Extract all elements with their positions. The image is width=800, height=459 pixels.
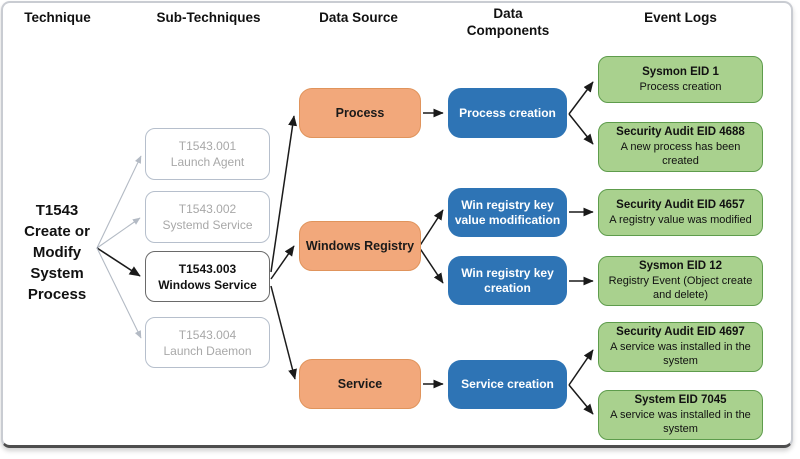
technique-label: T1543 Create or Modify System Process xyxy=(8,200,106,305)
event-log-security-audit-eid-4697: Security Audit EID 4697 A service was in… xyxy=(598,322,763,372)
column-header-event-logs: Event Logs xyxy=(644,10,717,25)
sub-technique-id: T1543.003 xyxy=(178,261,237,276)
data-component-label: Process creation xyxy=(459,105,556,120)
event-log-security-audit-eid-4688: Security Audit EID 4688 A new process ha… xyxy=(598,122,763,172)
sub-technique-t1543-004: T1543.004 Launch Daemon xyxy=(145,317,270,368)
sub-technique-t1543-001: T1543.001 Launch Agent xyxy=(145,128,270,180)
event-log-title: System EID 7045 xyxy=(634,394,727,407)
data-source-service: Service xyxy=(299,359,421,409)
event-log-description: A registry value was modified xyxy=(609,213,752,226)
event-log-system-eid-7045: System EID 7045 A service was installed … xyxy=(598,390,763,440)
event-log-description: Process creation xyxy=(639,80,722,93)
technique-line: Process xyxy=(27,286,87,303)
sub-technique-name: Systemd Service xyxy=(162,218,253,232)
event-log-title: Sysmon EID 12 xyxy=(638,260,723,273)
sub-technique-name: Launch Agent xyxy=(170,155,245,169)
data-source-label: Windows Registry xyxy=(305,239,415,253)
data-source-windows-registry: Windows Registry xyxy=(299,221,421,271)
sub-technique-t1543-002: T1543.002 Systemd Service xyxy=(145,191,270,243)
column-header-sub-techniques: Sub-Techniques xyxy=(156,10,261,25)
sub-technique-name: Windows Service xyxy=(158,277,257,292)
data-component-label: Service creation xyxy=(461,377,554,391)
column-header-technique: Technique xyxy=(24,10,91,25)
technique-line: Create or xyxy=(24,223,90,240)
event-log-title: Security Audit EID 4657 xyxy=(616,199,745,211)
event-log-title: Sysmon EID 1 xyxy=(642,66,719,78)
technique-line: Modify xyxy=(32,244,82,261)
column-header-data-components: Data Components xyxy=(466,6,550,38)
technique-line: T1543 xyxy=(35,202,79,219)
sub-technique-id: T1543.001 xyxy=(178,139,237,153)
event-log-security-audit-eid-4657: Security Audit EID 4657 A registry value… xyxy=(598,189,763,236)
data-source-label: Service xyxy=(337,377,383,391)
event-log-description: A service was installed in the system xyxy=(610,340,751,368)
sub-technique-id: T1543.004 xyxy=(178,327,237,342)
data-component-service-creation: Service creation xyxy=(448,360,567,409)
event-log-sysmon-eid-12: Sysmon EID 12 Registry Event (Object cre… xyxy=(598,256,763,306)
event-log-description: A service was installed in the system xyxy=(610,408,751,436)
data-component-win-registry-key-creation: Win registry key creation xyxy=(448,256,567,305)
event-log-title: Security Audit EID 4697 xyxy=(616,326,745,339)
sub-technique-name: Launch Daemon xyxy=(163,343,252,358)
event-log-description: Registry Event (Object create and delete… xyxy=(608,274,753,302)
data-component-win-registry-key-value-modification: Win registry key value modification xyxy=(448,188,567,237)
event-log-description: A new process has been created xyxy=(620,140,741,168)
sub-technique-t1543-003: T1543.003 Windows Service xyxy=(145,251,270,302)
data-component-process-creation: Process creation xyxy=(448,88,567,138)
sub-technique-id: T1543.002 xyxy=(178,202,237,216)
technique-line: System xyxy=(30,265,84,282)
event-log-title: Security Audit EID 4688 xyxy=(616,126,745,139)
column-header-data-source: Data Source xyxy=(319,10,398,25)
data-component-label: Win registry key value modification xyxy=(454,197,561,227)
data-source-process: Process xyxy=(299,88,421,138)
data-source-label: Process xyxy=(335,106,385,120)
data-component-label: Win registry key creation xyxy=(461,265,554,295)
event-log-sysmon-eid-1: Sysmon EID 1 Process creation xyxy=(598,56,763,103)
